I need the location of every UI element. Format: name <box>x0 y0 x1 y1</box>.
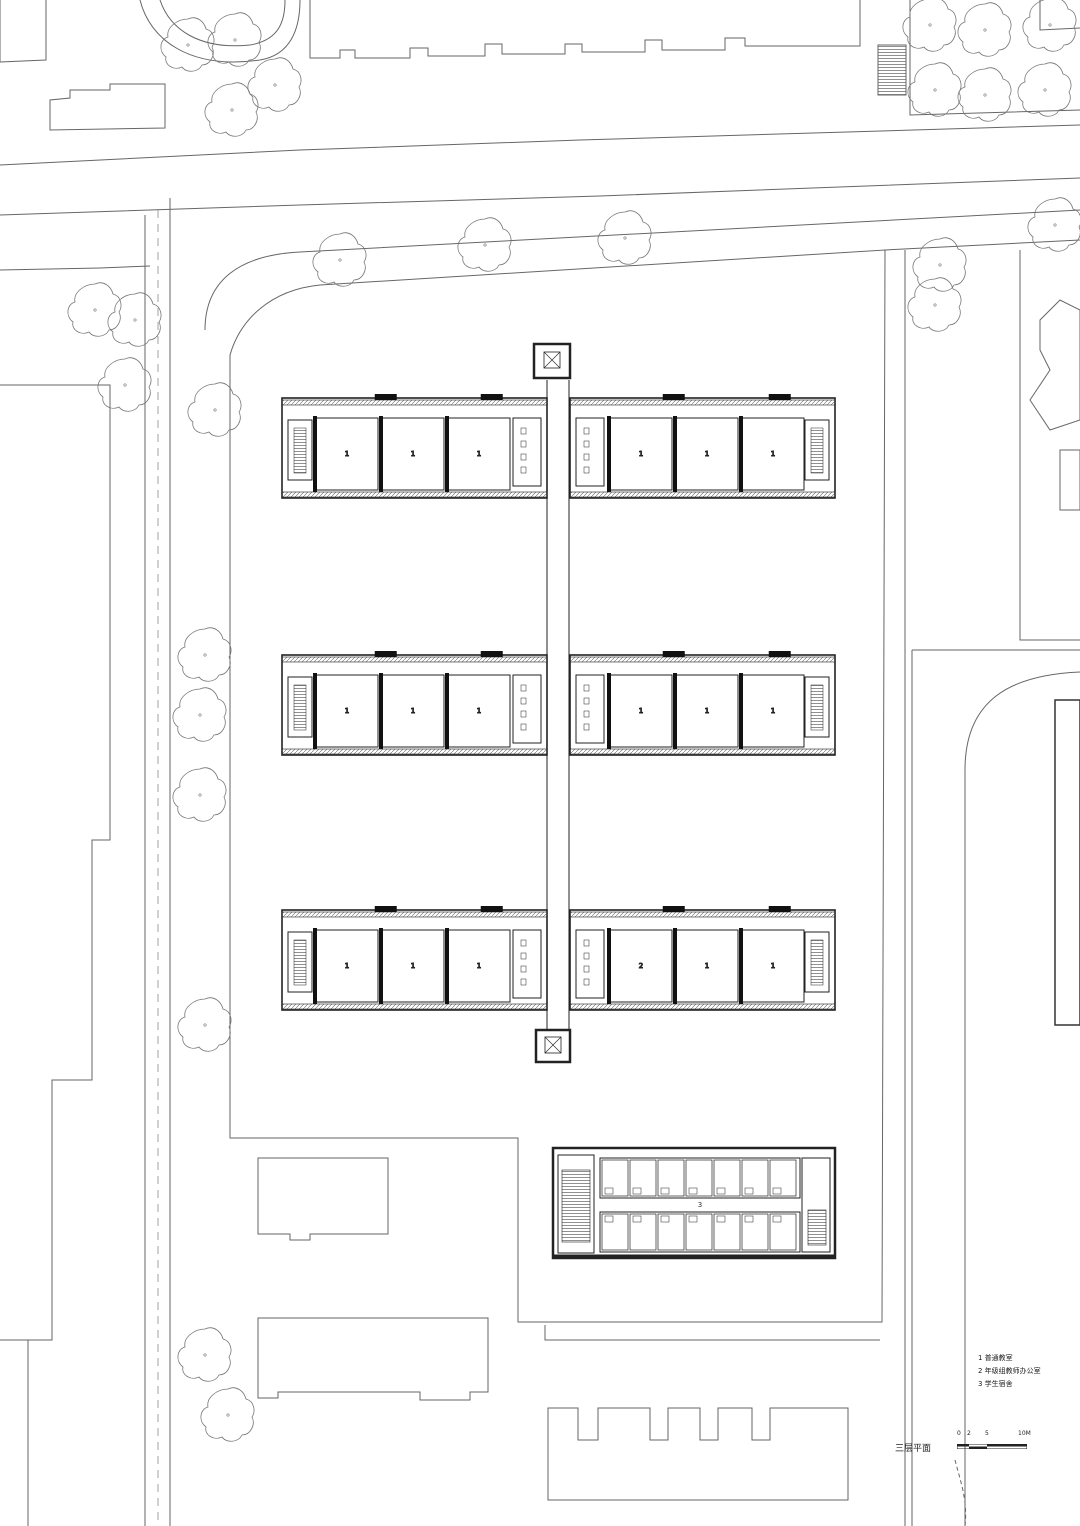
road-edge <box>0 124 1080 166</box>
building-outline <box>257 1157 389 1241</box>
road-edge <box>0 177 1080 216</box>
dorm-room <box>713 1213 741 1251</box>
dorm-room <box>657 1159 685 1197</box>
dorm-room <box>601 1159 629 1197</box>
scale-tick-5: 5 <box>985 1430 989 1437</box>
scale-bar <box>957 1444 1027 1449</box>
legend-item-classroom: 1 普通教室 <box>978 1354 1013 1362</box>
classroom-room-number: 1 <box>771 450 775 458</box>
classroom-room-number: 1 <box>705 962 709 970</box>
classroom-wings: 1 1 1 1 1 1 1 1 1 1 1 1 1 1 1 2 1 1 <box>281 394 836 1011</box>
classroom-room-number: 1 <box>639 707 643 715</box>
classroom-room-number: 1 <box>771 707 775 715</box>
building-outline <box>0 0 47 63</box>
dormitory-block <box>551 1146 837 1260</box>
scale-tick-10: 10M <box>1018 1430 1031 1437</box>
building-outline <box>49 83 166 131</box>
classroom-wing-2: 1 1 1 <box>569 394 836 499</box>
building-outline <box>0 384 111 1526</box>
legend-item-office: 2 年级组教师办公室 <box>978 1367 1041 1375</box>
classroom-wing-3: 1 1 1 <box>281 651 548 756</box>
dorm-room <box>685 1213 713 1251</box>
path-curve <box>159 0 286 47</box>
stair-tower-south <box>534 1028 572 1064</box>
dorm-room-number: 3 <box>698 1201 702 1209</box>
classroom-room-number: 1 <box>705 707 709 715</box>
classroom-wing-1: 1 1 1 <box>281 394 548 499</box>
classroom-room-number: 1 <box>411 450 415 458</box>
dorm-room <box>629 1213 657 1251</box>
building-outline <box>1054 699 1080 1026</box>
classroom-room-number: 1 <box>411 707 415 715</box>
scale-tick-2: 2 <box>967 1430 971 1437</box>
building-outline <box>309 0 861 59</box>
building-outline <box>257 1317 489 1401</box>
site-boundary <box>204 209 1080 331</box>
building-blocks <box>532 342 572 1064</box>
classroom-room-number: 1 <box>477 707 481 715</box>
dorm-room <box>741 1213 769 1251</box>
classroom-room-number: 1 <box>345 707 349 715</box>
stair-tower-north <box>532 342 572 380</box>
dorm-room <box>601 1213 629 1251</box>
classroom-room-number: 1 <box>639 450 643 458</box>
building-outline <box>547 1407 849 1501</box>
classroom-room-number: 1 <box>411 962 415 970</box>
path-curve <box>139 0 301 63</box>
legend: 1 普通教室 2 年级组教师办公室 3 学生宿舍 <box>978 1352 1041 1391</box>
office-room-number: 2 <box>639 962 643 970</box>
dorm-room <box>741 1159 769 1197</box>
road-edge <box>0 265 151 271</box>
dorm-room <box>685 1159 713 1197</box>
plan-title: 三层平面 <box>895 1444 932 1454</box>
classroom-wing-5: 1 1 1 <box>281 906 548 1011</box>
scale-tick-0: 0 <box>957 1430 961 1437</box>
classroom-wing-6: 2 1 1 <box>569 906 836 1011</box>
classroom-room-number: 1 <box>345 962 349 970</box>
dorm-room <box>657 1213 685 1251</box>
classroom-room-number: 1 <box>345 450 349 458</box>
dorm-room <box>629 1159 657 1197</box>
legend-item-dormitory: 3 学生宿舍 <box>978 1380 1013 1388</box>
classroom-room-number: 1 <box>477 962 481 970</box>
classroom-room-number: 1 <box>771 962 775 970</box>
classroom-wing-4: 1 1 1 <box>569 651 836 756</box>
classroom-room-number: 1 <box>477 450 481 458</box>
scale-bar-group: 0 2 5 10M 三层平面 <box>895 1430 1055 1470</box>
central-corridor <box>546 380 570 1030</box>
site-boundary <box>229 249 886 1323</box>
dorm-room <box>769 1213 797 1251</box>
classroom-room-number: 1 <box>705 450 709 458</box>
building-outline <box>1029 299 1080 431</box>
dorm-room <box>769 1159 797 1197</box>
dorm-rooms <box>601 1159 797 1251</box>
dorm-room <box>713 1159 741 1197</box>
